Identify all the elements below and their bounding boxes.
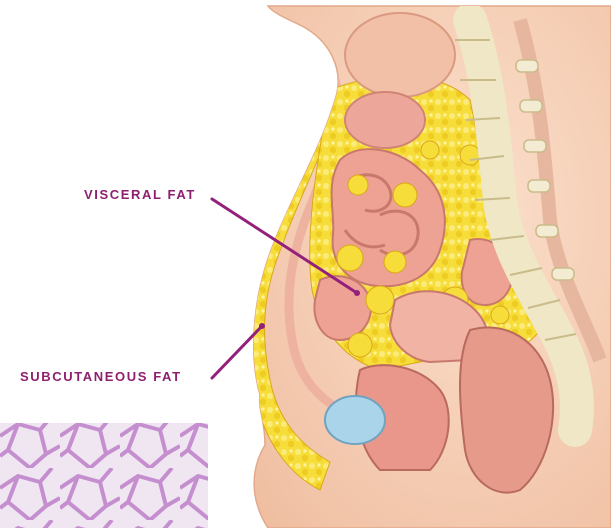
stomach	[345, 92, 425, 148]
adipose-tissue-micrograph	[0, 423, 208, 528]
visceral-fat-label: VISCERAL FAT	[84, 187, 196, 202]
liver	[345, 13, 455, 97]
bladder	[325, 396, 385, 444]
subcutaneous-fat-label: SUBCUTANEOUS FAT	[20, 369, 182, 384]
subcutaneous-pointer-dot	[259, 323, 265, 329]
visceral-pointer-dot	[354, 290, 360, 296]
